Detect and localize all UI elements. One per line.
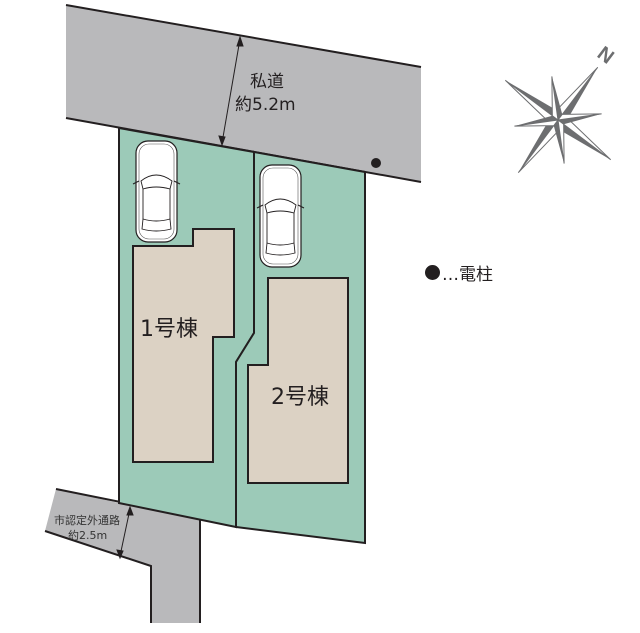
compass-rose-icon xyxy=(504,66,612,174)
alley-name: 市認定外通路 xyxy=(54,514,120,527)
alley-width: 約2.5m xyxy=(68,529,108,542)
compass-north-label: N xyxy=(593,42,618,68)
building-1-label: 1号棟 xyxy=(140,317,198,342)
private-road xyxy=(66,5,421,182)
road-width-arrow xyxy=(218,35,244,147)
alley-width-arrow xyxy=(116,505,134,560)
private-road-name: 私道 xyxy=(250,72,284,92)
building-2 xyxy=(247,277,349,484)
utility-pole-legend-icon xyxy=(425,265,440,280)
private-road-width: 約5.2m xyxy=(235,95,296,115)
building-1 xyxy=(132,228,235,463)
car-icon xyxy=(132,140,181,243)
utility-pole-icon xyxy=(371,158,381,168)
utility-pole-legend-label: …電柱 xyxy=(442,265,493,285)
car-icon xyxy=(256,164,305,268)
building-2-label: 2号棟 xyxy=(271,385,329,410)
legend-utility-pole: …電柱 xyxy=(425,260,493,285)
